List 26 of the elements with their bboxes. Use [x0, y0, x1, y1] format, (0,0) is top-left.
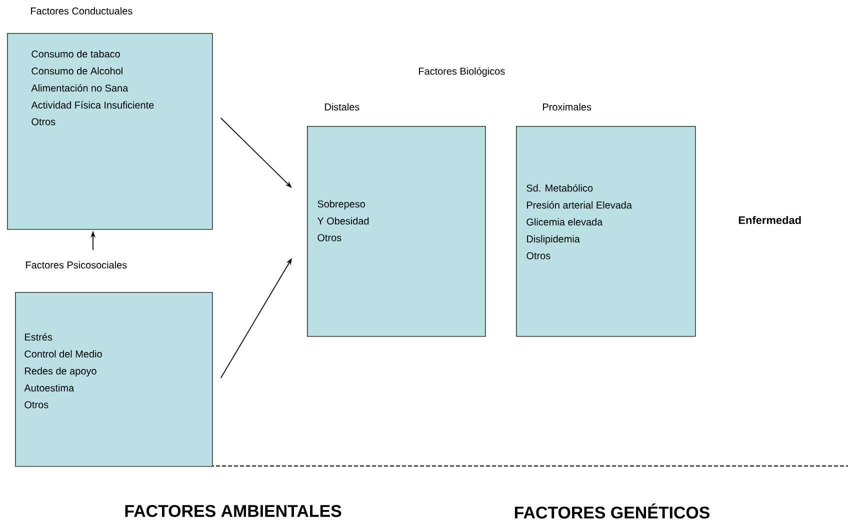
list-item: Alimentación no Sana: [31, 84, 128, 92]
box-heading: Factores Psicosociales: [26, 261, 127, 268]
list-item: Dislipidemia: [527, 235, 580, 244]
list-item: Actividad Física Insuficiente: [31, 101, 154, 109]
group-heading: Factores Biológicos: [419, 67, 505, 77]
list-item: Control del Medio: [24, 350, 102, 358]
list-item: Presión arterial Elevada: [527, 201, 632, 209]
list-item: Otros: [32, 118, 56, 126]
list-item: Estrés: [25, 333, 52, 341]
category-heading: FACTORES GENÉTICOS: [514, 503, 710, 519]
category-heading: FACTORES AMBIENTALES: [125, 505, 342, 517]
list-item: Y Obesidad: [317, 217, 369, 224]
list-item: Autoestima: [24, 384, 74, 392]
list-item: Consumo de tabaco: [32, 50, 120, 58]
box-heading: Factores Conductuales: [31, 7, 132, 14]
list-item: Glicemia elevada: [526, 218, 603, 226]
list-item: Consumo de Alcohol: [32, 67, 122, 74]
list-item: Sobrepeso: [318, 200, 365, 210]
outcome-label: Enfermedad: [738, 216, 801, 224]
box-heading: Distales: [325, 103, 360, 110]
list-item: Otros: [318, 234, 342, 242]
box-heading: Proximales: [543, 103, 592, 110]
list-item: Otros: [526, 252, 550, 260]
list-item: Otros: [24, 401, 48, 408]
list-item: Sd. Metabólico: [526, 184, 593, 192]
list-item: Redes de apoyo: [25, 367, 96, 376]
